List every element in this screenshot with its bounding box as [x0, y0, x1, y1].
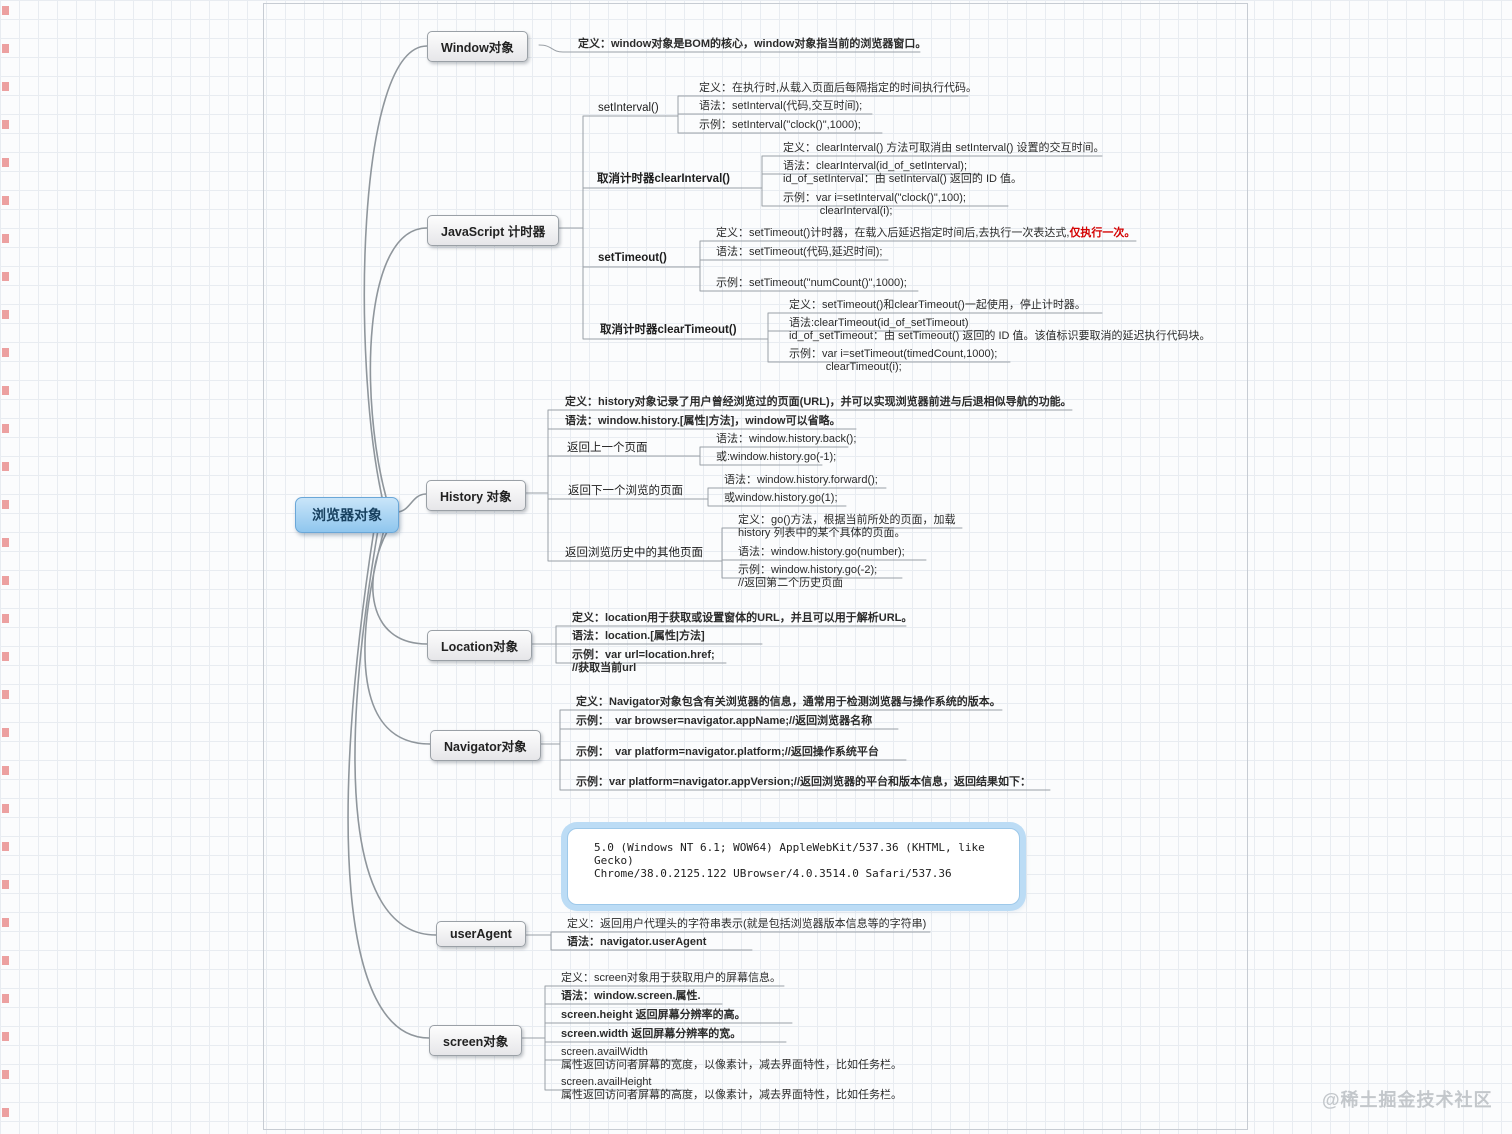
root-node[interactable]: 浏览器对象 [295, 497, 399, 533]
setinterval-def: 定义：在执行时,从载入页面后每隔指定的时间执行代码。 [699, 82, 978, 94]
subtopic-history-back[interactable]: 返回上一个页面 [567, 442, 648, 454]
history-go-syntax: 语法：window.history.go(number); [738, 546, 905, 558]
topic-location[interactable]: Location对象 [427, 630, 533, 661]
location-example: 示例：var url=location.href; //获取当前url [572, 649, 715, 674]
topic-history[interactable]: History 对象 [426, 480, 526, 511]
history-def: 定义：history对象记录了用户曾经浏览过的页面(URL)，并可以实现浏览器前… [565, 396, 1072, 408]
location-syntax: 语法：location.[属性|方法] [572, 630, 705, 642]
history-forward-syntax: 语法：window.history.forward(); [724, 474, 878, 486]
clearinterval-syntax: 语法：clearInterval(id_of_setInterval); id_… [783, 160, 1023, 185]
history-go-example: 示例：window.history.go(-2); //返回第二个历史页面 [738, 564, 878, 589]
history-syntax: 语法：window.history.[属性|方法]，window可以省略。 [565, 415, 841, 427]
screen-availheight: screen.availHeight 属性返回访问者屏幕的高度，以像素计，减去界… [561, 1076, 902, 1101]
subtopic-cleartimeout[interactable]: 取消计时器clearTimeout() [600, 324, 737, 336]
topic-window[interactable]: Window对象 [427, 31, 528, 62]
navigator-example-appversion: 示例：var platform=navigator.appVersion;//返… [576, 776, 1032, 788]
juejin-watermark: @稀土掘金技术社区 [1322, 1090, 1493, 1110]
screen-height: screen.height 返回屏幕分辨率的高。 [561, 1009, 746, 1021]
screen-syntax: 语法：window.screen.属性. [561, 990, 701, 1002]
settimeout-syntax: 语法：setTimeout(代码,延迟时间); [716, 246, 883, 258]
topic-screen[interactable]: screen对象 [429, 1025, 523, 1056]
topic-navigator[interactable]: Navigator对象 [430, 730, 541, 761]
clearinterval-example: 示例：var i=setInterval("clock()",100); cle… [783, 192, 966, 217]
subtopic-history-go[interactable]: 返回浏览历史中的其他页面 [565, 547, 703, 559]
navigator-example-appname: 示例： var browser=navigator.appName;//返回浏览… [576, 715, 873, 727]
subtopic-clearinterval[interactable]: 取消计时器clearInterval() [597, 173, 730, 185]
cleartimeout-syntax: 语法:clearTimeout(id_of_setTimeout) id_of_… [789, 317, 1211, 342]
window-def: 定义：window对象是BOM的核心，window对象指当前的浏览器窗口。 [578, 38, 927, 50]
cleartimeout-def: 定义：setTimeout()和clearTimeout()一起使用，停止计时器… [789, 299, 1086, 311]
history-go-def: 定义：go()方法，根据当前所处的页面，加载 history 列表中的某个具体的… [738, 514, 956, 539]
navigator-def: 定义：Navigator对象包含有关浏览器的信息，通常用于检测浏览器与操作系统的… [576, 696, 1001, 708]
left-margin-ticks [2, 6, 9, 1128]
appversion-result-box: 5.0 (Windows NT 6.1; WOW64) AppleWebKit/… [567, 828, 1020, 905]
topic-useragent[interactable]: userAgent [436, 921, 526, 947]
history-back-syntax: 语法：window.history.back(); [716, 433, 857, 445]
settimeout-def: 定义：setTimeout()计时器，在载入后延迟指定时间后,去执行一次表达式,… [716, 227, 1135, 240]
topic-javascript-timer[interactable]: JavaScript 计时器 [427, 215, 560, 246]
settimeout-def-emphasis: 仅执行一次。 [1069, 227, 1136, 239]
settimeout-example: 示例：setTimeout("numCount()",1000); [716, 277, 907, 289]
screen-width: screen.width 返回屏幕分辨率的宽。 [561, 1028, 742, 1040]
location-def: 定义：location用于获取或设置窗体的URL，并且可以用于解析URL。 [572, 612, 913, 624]
appversion-result-text: 5.0 (Windows NT 6.1; WOW64) AppleWebKit/… [594, 841, 985, 880]
subtopic-settimeout[interactable]: setTimeout() [598, 252, 667, 264]
subtopic-setinterval[interactable]: setInterval() [598, 102, 659, 114]
useragent-def: 定义：返回用户代理头的字符串表示(就是包括浏览器版本信息等的字符串) [567, 918, 927, 930]
navigator-example-platform: 示例： var platform=navigator.platform;//返回… [576, 746, 879, 758]
setinterval-syntax: 语法：setInterval(代码,交互时间); [699, 100, 863, 112]
settimeout-def-text: 定义：setTimeout()计时器，在载入后延迟指定时间后,去执行一次表达式, [716, 227, 1070, 239]
page-border [263, 3, 1248, 1130]
cleartimeout-example: 示例：var i=setTimeout(timedCount,1000); cl… [789, 348, 998, 373]
screen-availwidth: screen.availWidth 属性返回访问者屏幕的宽度，以像素计，减去界面… [561, 1046, 902, 1071]
history-back-alt: 或:window.history.go(-1); [716, 451, 837, 463]
clearinterval-def: 定义：clearInterval() 方法可取消由 setInterval() … [783, 142, 1105, 154]
history-forward-alt: 或window.history.go(1); [724, 492, 838, 504]
setinterval-example: 示例：setInterval("clock()",1000); [699, 119, 861, 131]
useragent-syntax: 语法：navigator.userAgent [567, 936, 707, 948]
screen-def: 定义：screen对象用于获取用户的屏幕信息。 [561, 972, 782, 984]
subtopic-history-forward[interactable]: 返回下一个浏览的页面 [568, 485, 683, 497]
